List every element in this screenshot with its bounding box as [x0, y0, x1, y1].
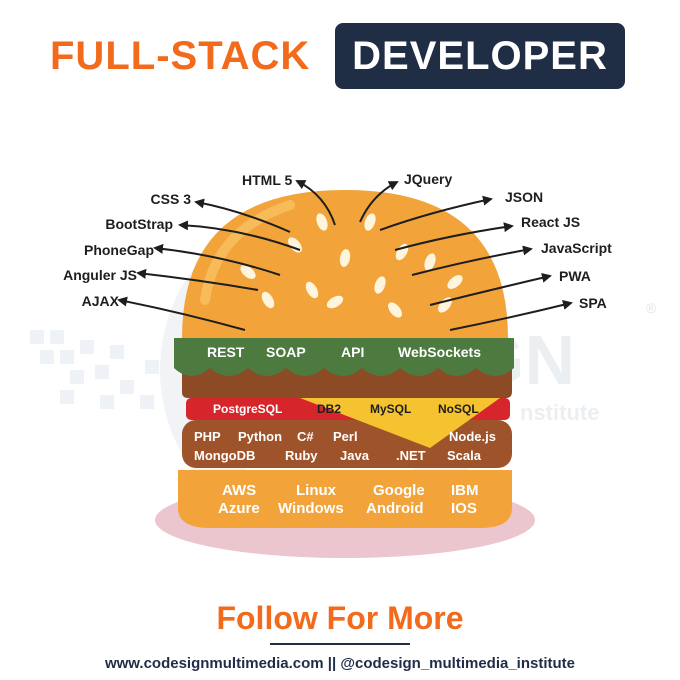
cloud-ios: IOS [451, 500, 477, 517]
label-phonegap: PhoneGap [83, 242, 154, 258]
api-websockets: WebSockets [398, 344, 481, 360]
api-rest: REST [207, 344, 245, 360]
label-jquery: JQuery [404, 171, 453, 187]
watermark-registered-mark: ® [646, 300, 657, 316]
footer-links: www.codesignmultimedia.com || @codesign_… [104, 655, 576, 672]
cheese-slice [300, 398, 500, 448]
backend-perl: Perl [333, 429, 358, 444]
cloud-linux: Linux [296, 482, 336, 499]
cloud-ibm: IBM [451, 482, 479, 499]
cloud-google: Google [373, 482, 425, 499]
label-angularjs: Anguler JS [63, 267, 137, 283]
cloud-aws: AWS [222, 482, 257, 499]
title-full-stack: FULL-STACK [50, 34, 311, 78]
label-reactjs: React JS [521, 214, 581, 230]
backend-scala: Scala [447, 448, 481, 463]
pointer-arrows [117, 180, 573, 331]
title-developer-box: DEVELOPER [335, 23, 625, 89]
lettuce-layer [174, 338, 514, 376]
db-mysql: MySQL [370, 402, 412, 416]
label-javascript: JavaScript [541, 240, 612, 256]
db-db2: DB2 [317, 402, 342, 416]
label-bootstrap: BootStrap [105, 216, 173, 232]
watermark-subtext: nstitute [520, 400, 600, 425]
label-pwa: PWA [559, 268, 591, 284]
api-soap: SOAP [266, 344, 306, 360]
follow-for-more: Follow For More [216, 600, 464, 636]
title-developer: DEVELOPER [352, 33, 608, 78]
cloud-android: Android [366, 500, 424, 517]
cloud-windows: Windows [278, 500, 344, 517]
api-api: API [341, 344, 365, 360]
backend-nodejs: Node.js [449, 429, 496, 444]
follow-underline [270, 643, 410, 645]
label-ajax: AJAX [81, 293, 119, 309]
db-nosql: NoSQL [438, 402, 479, 416]
backend-ruby: Ruby [285, 448, 318, 463]
backend-php: PHP [194, 429, 221, 444]
label-json: JSON [505, 189, 544, 205]
backend-mongodb: MongoDB [194, 448, 256, 463]
backend-dotnet: .NET [396, 448, 426, 463]
label-spa: SPA [579, 295, 607, 311]
sesame-seeds [240, 213, 463, 318]
backend-csharp: C# [297, 429, 314, 444]
label-html5: HTML 5 [242, 172, 293, 188]
label-css3: CSS 3 [150, 191, 191, 207]
cloud-azure: Azure [218, 500, 260, 517]
backend-java: Java [340, 448, 369, 463]
db-postgresql: PostgreSQL [213, 402, 283, 416]
bottom-bun [178, 470, 512, 528]
backend-python: Python [238, 429, 283, 444]
